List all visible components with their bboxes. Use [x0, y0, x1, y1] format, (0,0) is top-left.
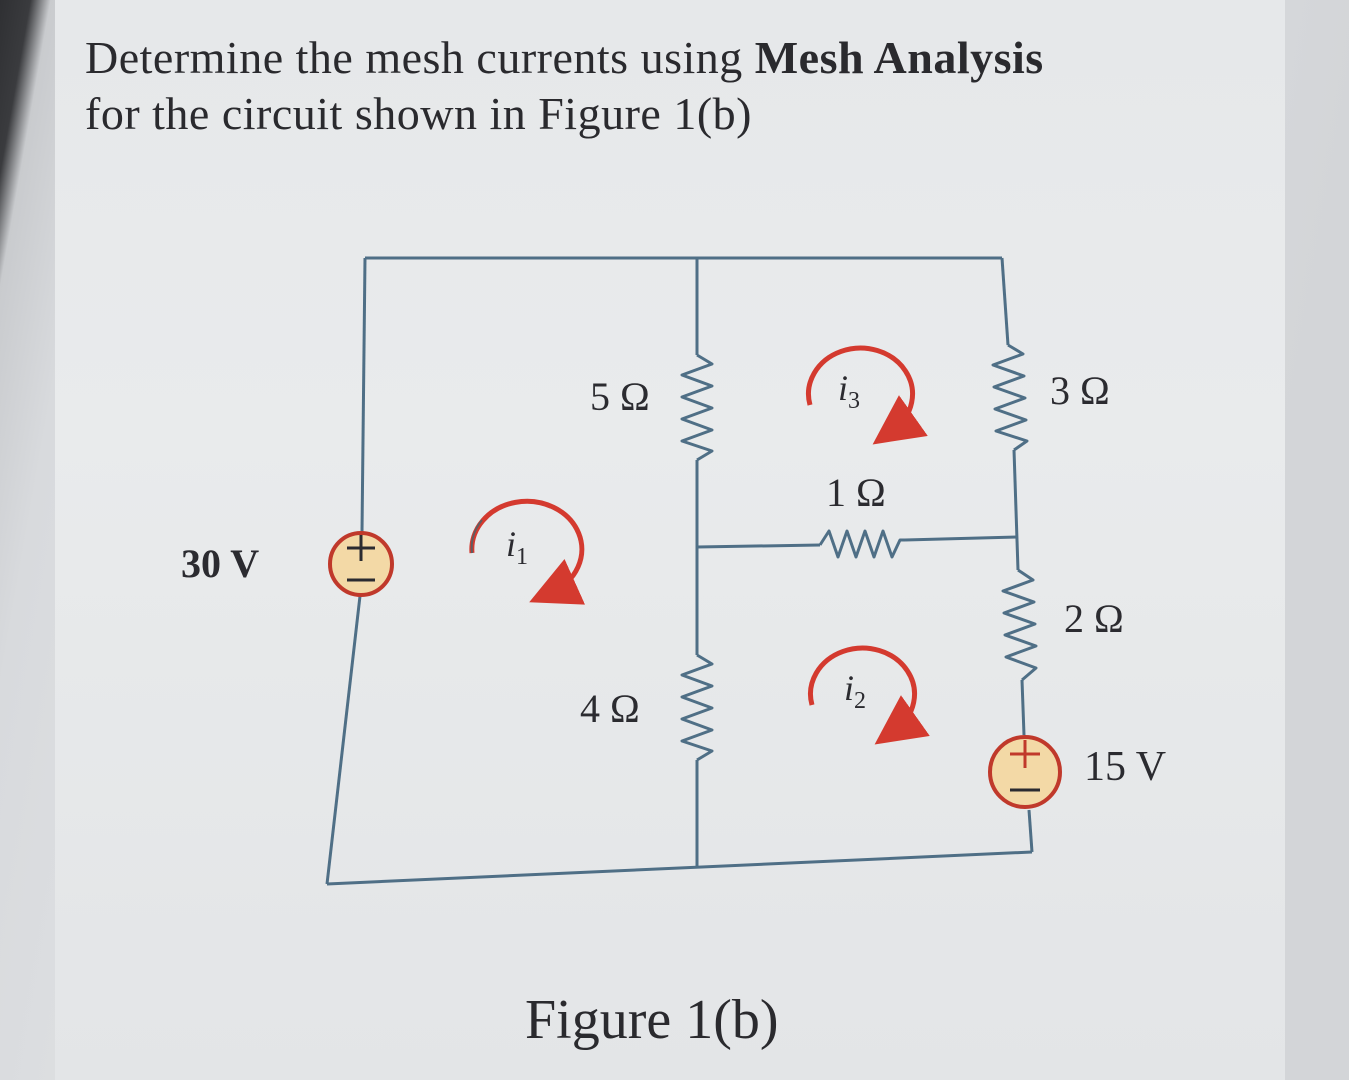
source-15v-symbol: [988, 735, 1062, 809]
question-text: Determine the mesh currents using Mesh A…: [85, 30, 1305, 142]
label-1-ohm: 1 Ω: [826, 470, 886, 515]
mesh-label-i1: i1: [506, 524, 528, 570]
resistor-3-ohm: [991, 343, 1029, 452]
resistor-4-ohm: [680, 653, 714, 762]
wire-right-top: [1000, 257, 1010, 346]
question-bold-term: Mesh Analysis: [754, 32, 1044, 83]
wire-right-mid2: [1020, 679, 1026, 736]
document-panel: [55, 0, 1285, 1080]
wire-right-bot: [1027, 809, 1034, 853]
question-line-2: for the circuit shown in Figure 1(b): [85, 88, 752, 139]
wire-h-left: [696, 543, 821, 549]
wires: [325, 256, 1034, 886]
label-5-ohm: 5 Ω: [590, 374, 650, 419]
mesh-label-i3: i3: [838, 368, 860, 414]
label-2-ohm: 2 Ω: [1064, 596, 1124, 641]
wire-right-mid1: [1012, 449, 1020, 571]
mesh-arc-shadow-i1: [470, 519, 483, 554]
label-3-ohm: 3 Ω: [1050, 368, 1110, 413]
figure-caption: Figure 1(b): [525, 989, 779, 1051]
wire-bottom: [326, 850, 1033, 886]
resistor-5-ohm: [680, 353, 714, 462]
wire-h-right: [904, 535, 1019, 542]
resistor-2-ohm: [1001, 568, 1038, 682]
resistor-1-ohm: [818, 529, 905, 559]
mesh-arrow-i3: [806, 345, 928, 445]
source-30v-symbol: [328, 531, 394, 597]
label-15v: 15 V: [1084, 744, 1166, 790]
mesh-label-i2: i2: [844, 668, 866, 714]
question-line-1a: Determine the mesh currents using: [85, 32, 755, 83]
mesh-arrow-i2: [808, 645, 930, 745]
wire-left-lower: [325, 595, 362, 885]
wire-left-upper: [360, 257, 367, 533]
label-4-ohm: 4 Ω: [580, 686, 640, 731]
label-30v: 30 V: [181, 541, 259, 586]
